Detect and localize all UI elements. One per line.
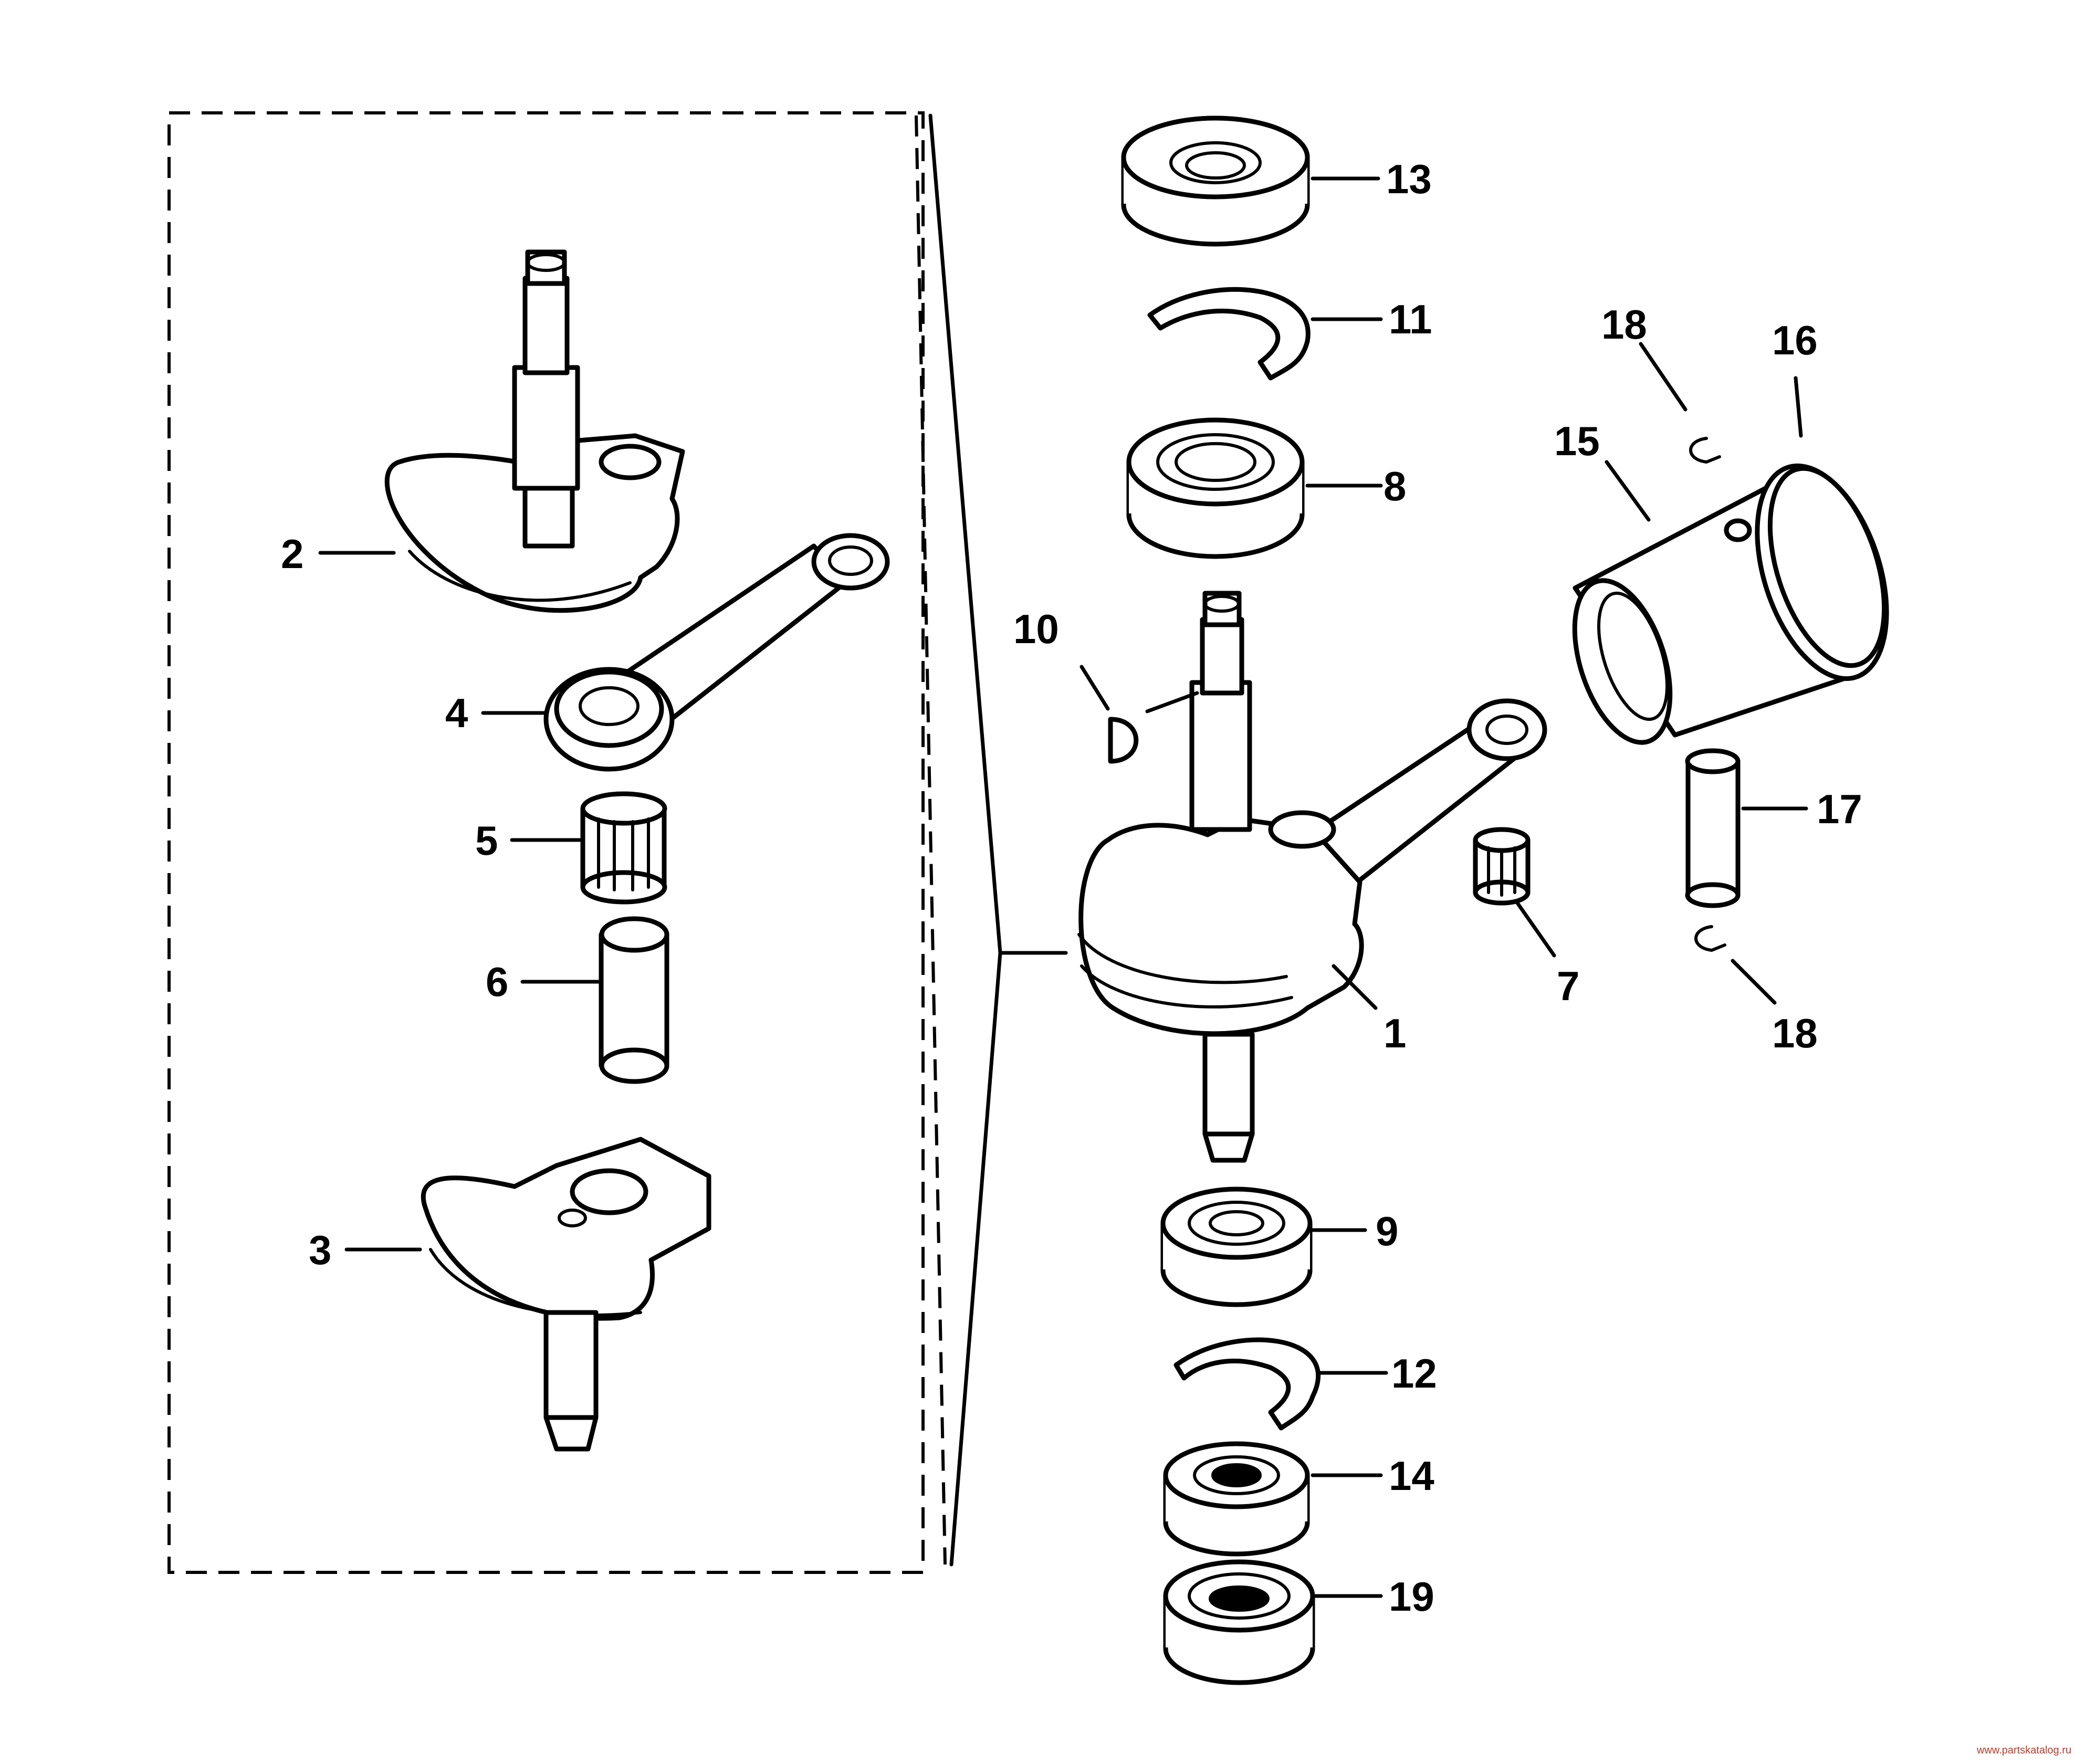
lower-crank-half: [421, 1137, 711, 1452]
piston-assembly: [1572, 463, 1889, 745]
woodruff-key: [1108, 717, 1139, 764]
callout-19: 19: [1389, 1573, 1434, 1620]
retaining-ring-bottom: [1173, 1337, 1321, 1431]
connecting-rod-left: [543, 533, 890, 772]
callout-11: 11: [1389, 296, 1432, 342]
leader-lines: [318, 176, 1808, 1598]
subassembly-dashed-box: [167, 111, 1068, 1574]
needle-bearing-left: [580, 791, 667, 905]
callout-8: 8: [1384, 463, 1406, 509]
callout-10: 10: [1013, 606, 1059, 652]
callout-6: 6: [486, 959, 508, 1005]
callout-1: 1: [1384, 1010, 1406, 1056]
callout-13: 13: [1386, 156, 1432, 202]
retaining-ring-top: [1147, 287, 1311, 381]
bearing-19: [1163, 1559, 1315, 1685]
callout-12: 12: [1391, 1350, 1437, 1396]
callout-4: 4: [445, 690, 468, 736]
piston-pin: [1685, 748, 1741, 908]
upper-crank-half: [384, 249, 685, 613]
callout-2: 2: [281, 531, 303, 577]
callout-labels: 2 4 5 6 3 13 11 8 10 1 7 9 12 14 19 15 1…: [281, 156, 1862, 1620]
callout-7: 7: [1557, 963, 1579, 1009]
oil-seal-top: [1121, 116, 1310, 247]
callout-16: 16: [1772, 317, 1818, 363]
callout-15: 15: [1554, 418, 1600, 464]
crankshaft-assembly: [1077, 591, 1547, 1163]
ball-bearing-lower: [1160, 1186, 1313, 1307]
retaining-clip-upper: [1689, 437, 1721, 464]
callout-18-upper: 18: [1601, 301, 1647, 348]
callout-3: 3: [309, 1227, 331, 1273]
callout-17: 17: [1817, 786, 1862, 832]
callout-14: 14: [1389, 1453, 1434, 1499]
callout-9: 9: [1376, 1208, 1398, 1254]
crank-pin: [599, 916, 669, 1084]
callout-5: 5: [475, 817, 498, 864]
callout-18-lower: 18: [1772, 1010, 1818, 1056]
needle-bearing-right: [1473, 827, 1531, 906]
ball-bearing-upper: [1126, 417, 1305, 559]
watermark: www.partskatalog.ru: [1976, 1745, 2071, 1756]
retaining-clip-lower: [1694, 925, 1726, 952]
bearing-14: [1163, 1441, 1310, 1557]
